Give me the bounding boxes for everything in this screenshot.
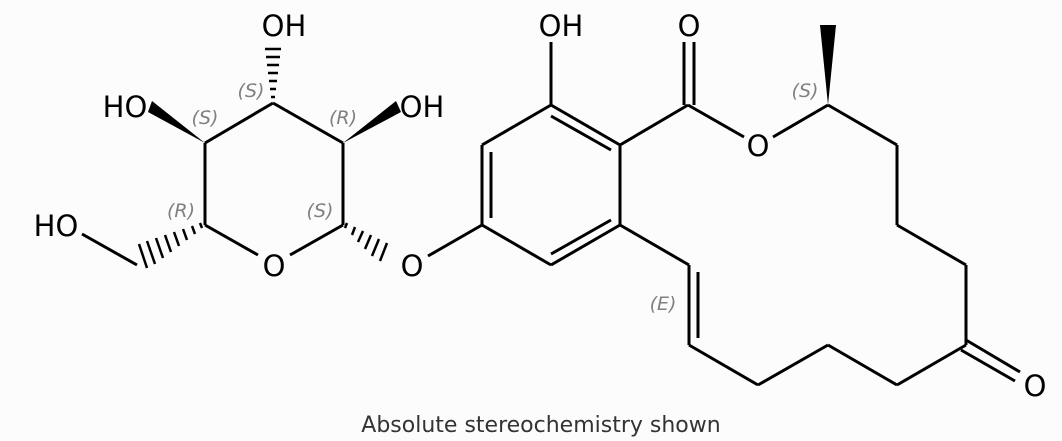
stereo-label: (S) [192,107,219,129]
bond [427,223,483,258]
atom-label-o: O [1024,369,1047,403]
stereo-label: (S) [792,80,819,102]
stereo-label: (S) [238,80,265,102]
wedge-bond [820,25,836,105]
wedge-bond [148,101,205,143]
bond [81,232,138,267]
atom-label-oh: OH [400,90,445,124]
atom-label-o: O [263,249,286,283]
atom-label-o: O [401,249,424,283]
atom-label-ho: HO [103,90,148,124]
atom-label-oh: OH [539,9,584,43]
atom-label-o: O [678,9,701,43]
atom-label-ho: HO [34,209,79,243]
caption: Absolute stereochemistry shown [361,413,720,438]
stereo-label: (R) [329,107,357,129]
stereo-label: (S) [307,200,334,222]
aromatic-ring [480,42,622,267]
bond [204,223,259,257]
sugar-ring [81,47,401,269]
macrocycle [619,25,1021,387]
bond [289,223,344,257]
bond [272,101,344,145]
hash-bond [343,222,389,262]
bond [204,101,274,145]
atom-label-oh: OH [262,9,307,43]
hash-bond [265,47,281,99]
stereo-label: (E) [650,293,677,315]
stereo-label: (R) [167,200,195,222]
atom-label-o: O [747,129,770,163]
wedge-bond [343,101,401,143]
hash-bond [137,222,204,269]
